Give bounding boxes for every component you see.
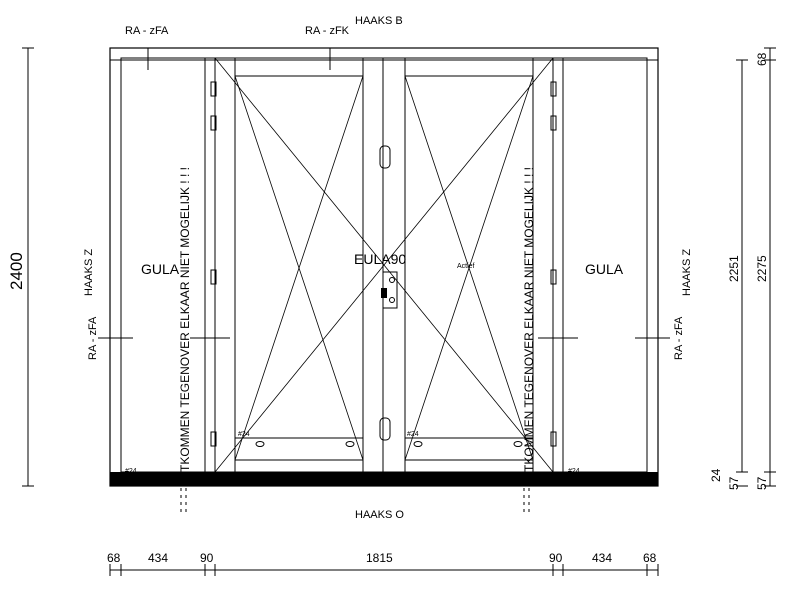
center-mullion <box>362 57 406 473</box>
haaks-left-label: HAAKS Z <box>83 249 95 296</box>
dim-434-left: 434 <box>148 551 168 565</box>
tag-24-a: #24 <box>125 468 137 475</box>
ra-zfa-left-label: RA - zFA <box>87 316 99 360</box>
lock-and-handles <box>379 145 398 441</box>
haaks-bottom-label: HAAKS O <box>355 509 404 521</box>
right-height-dimensions: 68 2251 2275 24 57 57 <box>709 47 776 490</box>
right-57b-dim: 57 <box>755 476 769 490</box>
actief-label: Actief <box>457 263 475 270</box>
right-57a-dim: 57 <box>727 476 741 490</box>
haaks-top-label: HAAKS B <box>355 15 403 27</box>
dim-90-left: 90 <box>200 551 214 565</box>
center-type-label: EULA90 <box>354 251 406 267</box>
ra-zfk-top-label: RA - zFK <box>305 25 350 37</box>
right-outer-dim: 2275 <box>755 255 769 282</box>
opening-diagonals <box>214 57 554 473</box>
bottom-sill <box>110 472 658 486</box>
gula-left-label: GULA <box>141 261 180 277</box>
warning-right-text: UITKOMMEN TEGENOVER ELKAAR NIET MOGELIJK… <box>522 167 536 484</box>
right-24-dim: 24 <box>709 468 723 482</box>
dim-68-right: 68 <box>643 551 657 565</box>
gula-right-label: GULA <box>585 261 624 277</box>
outer-frame <box>109 47 659 487</box>
bottom-rail-holes <box>255 441 523 447</box>
hinges <box>210 81 557 447</box>
right-side-panel <box>532 57 648 473</box>
dim-1815: 1815 <box>366 551 393 565</box>
tag-24-d: #24 <box>568 468 580 475</box>
dim-90-right: 90 <box>549 551 563 565</box>
left-door-leaf <box>234 48 364 473</box>
left-height-dimension: 2400 <box>7 47 34 487</box>
ra-zfa-top-label: RA - zFA <box>125 25 169 37</box>
haaks-right-label: HAAKS Z <box>681 249 693 296</box>
dim-434-right: 434 <box>592 551 612 565</box>
dim-68-left: 68 <box>107 551 121 565</box>
overall-height-label: 2400 <box>7 252 26 290</box>
warning-left-text: UITKOMMEN TEGENOVER ELKAAR NIET MOGELIJK… <box>178 167 192 484</box>
ra-zfa-right-label: RA - zFA <box>673 316 685 360</box>
bottom-width-dimensions: 68 434 90 1815 90 434 68 <box>107 551 659 576</box>
tag-24-c: #24 <box>407 431 419 438</box>
right-top-dim: 68 <box>755 52 769 66</box>
tag-24-b: #24 <box>238 431 250 438</box>
right-inner-dim: 2251 <box>727 255 741 282</box>
